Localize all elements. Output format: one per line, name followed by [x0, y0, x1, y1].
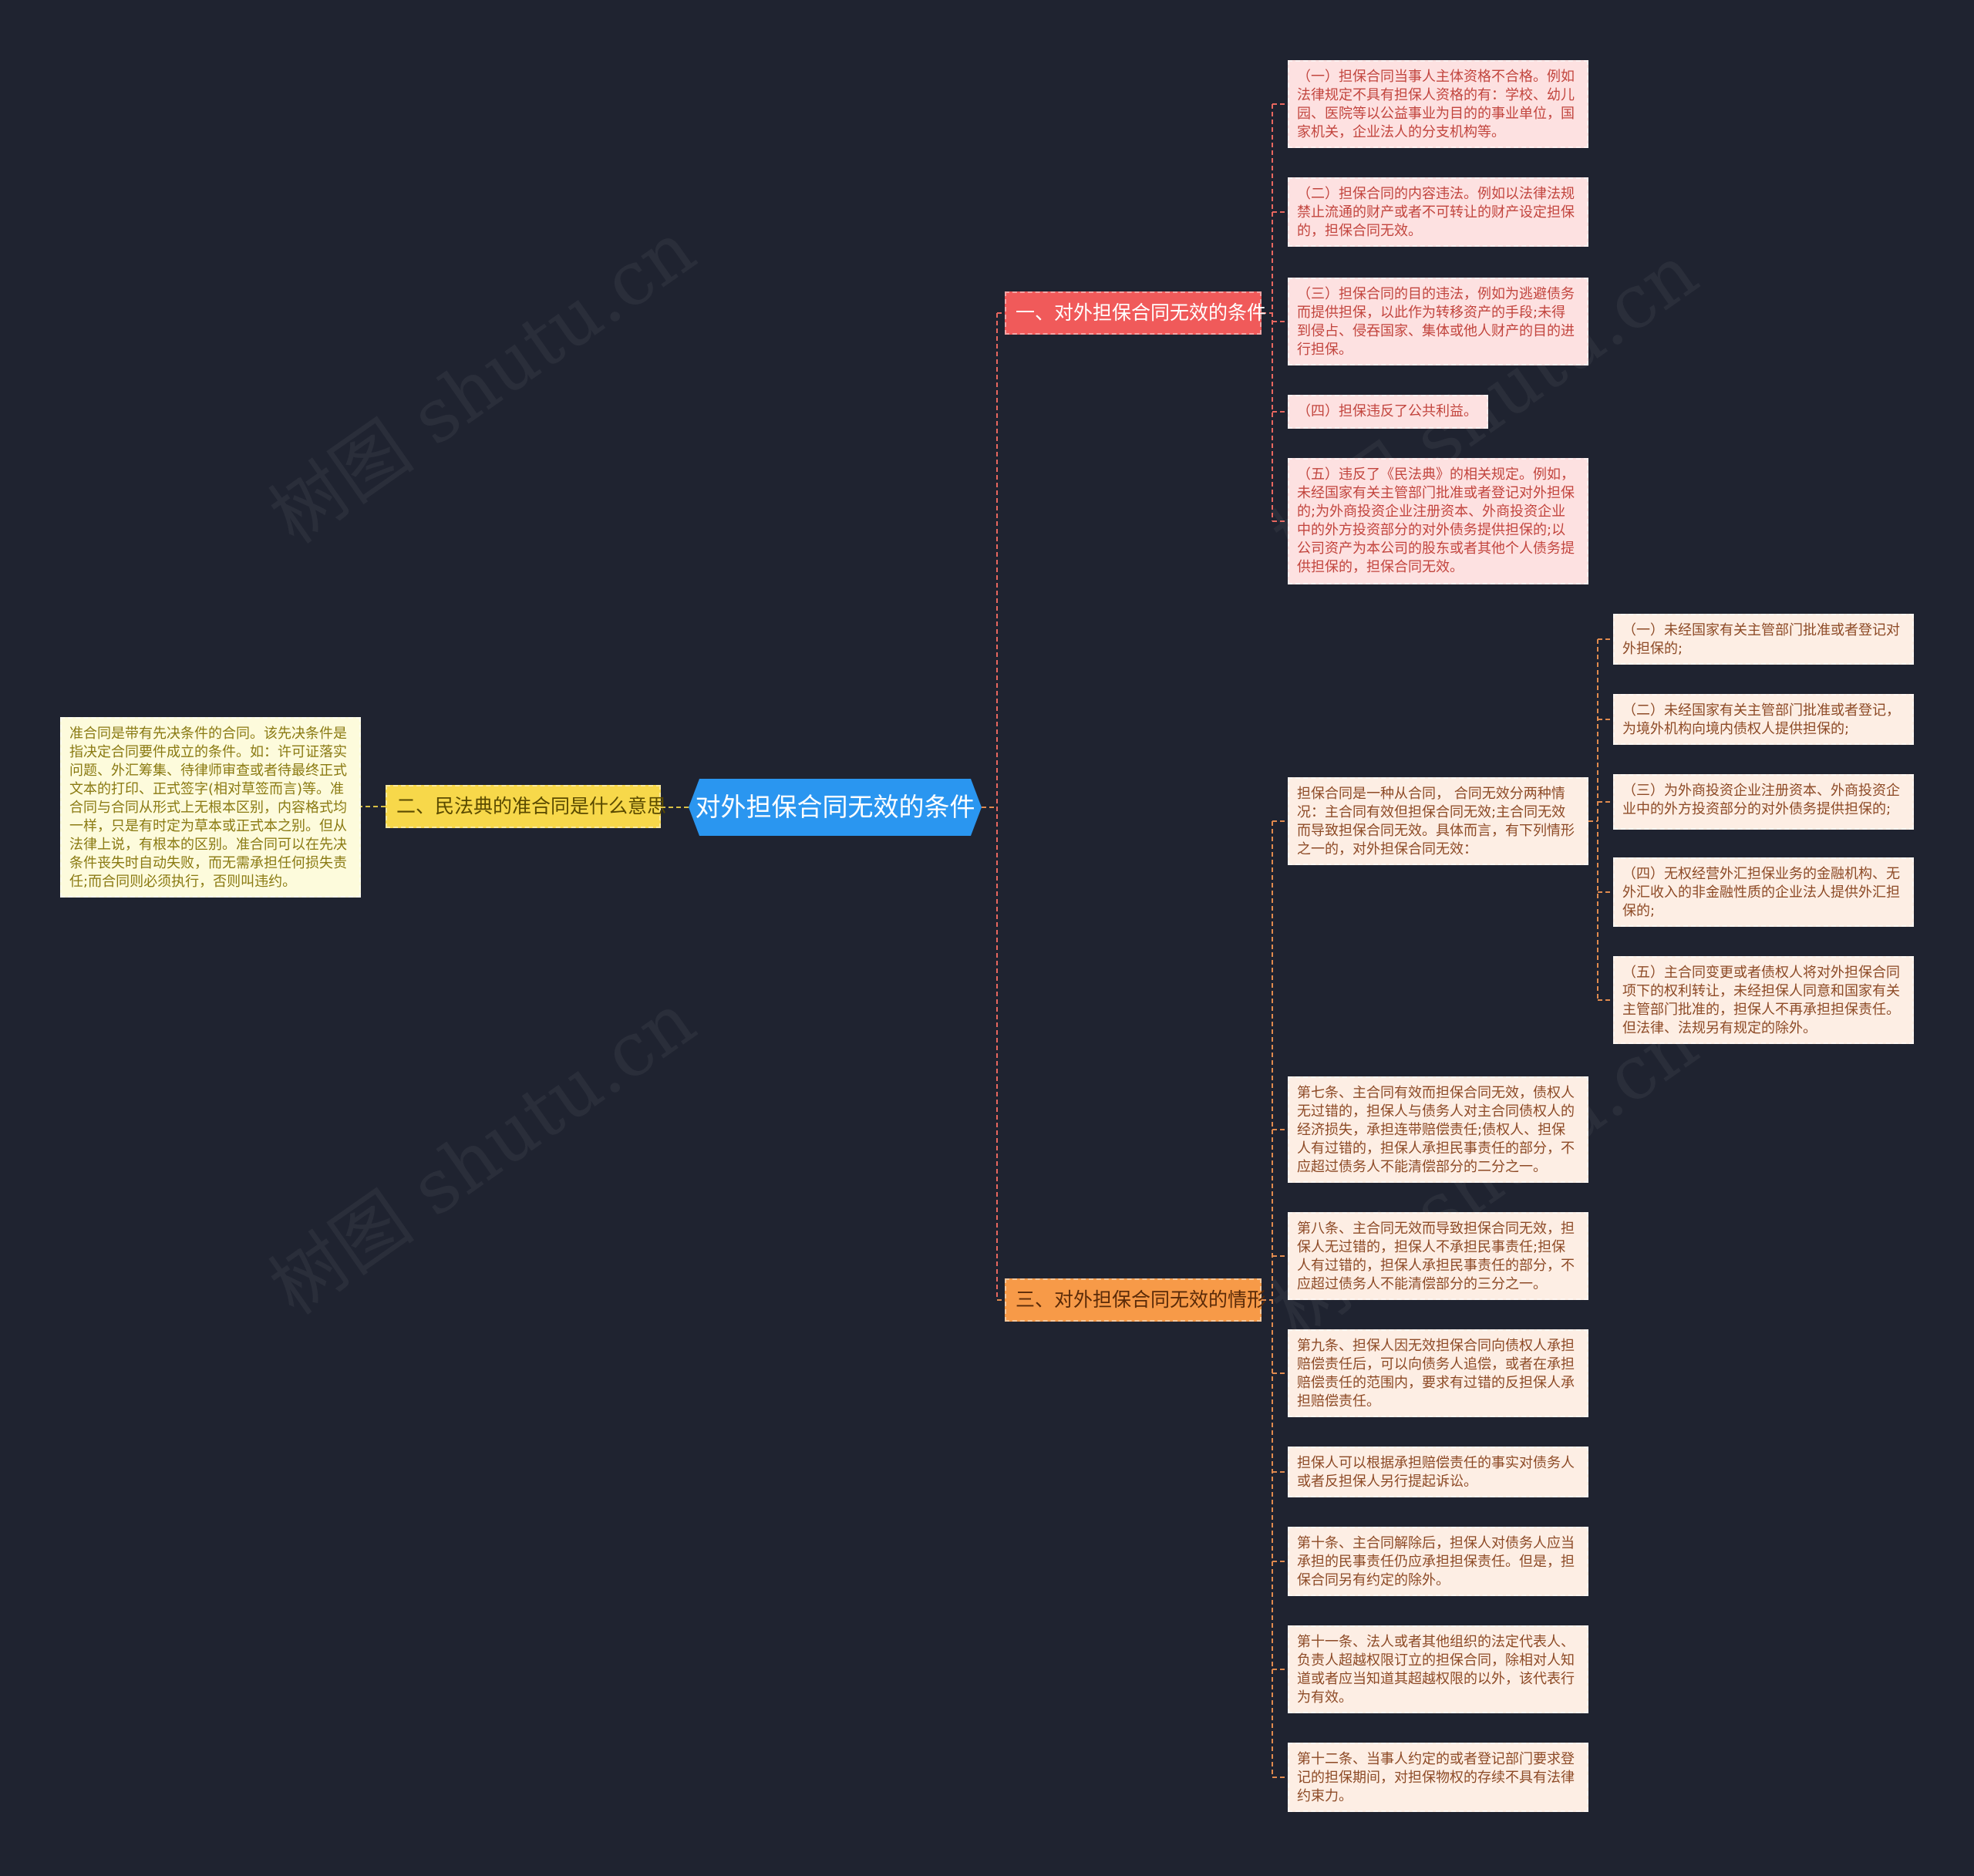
branch-three-item-6[interactable]: 第十一条、法人或者其他组织的法定代表人、负责人超越权限订立的担保合同，除相对人知… — [1288, 1625, 1588, 1713]
branch-three-sub-item-1[interactable]: （一）未经国家有关主管部门批准或者登记对外担保的; — [1613, 614, 1914, 665]
branch-one[interactable]: 一、对外担保合同无效的条件 — [1005, 291, 1266, 335]
branch-one-item-2[interactable]: （二）担保合同的内容违法。例如以法律法规禁止流通的财产或者不可转让的财产设定担保… — [1288, 177, 1588, 247]
branch-two[interactable]: 二、民法典的准合同是什么意思 — [386, 785, 666, 828]
branch-three-sub-item-2[interactable]: （二）未经国家有关主管部门批准或者登记，为境外机构向境内债权人提供担保的; — [1613, 694, 1914, 745]
branch-three-item-5[interactable]: 第十条、主合同解除后，担保人对债务人应当承担的民事责任仍应承担担保责任。但是，担… — [1288, 1527, 1588, 1596]
branch-two-item-1[interactable]: 准合同是带有先决条件的合同。该先决条件是指决定合同要件成立的条件。如：许可证落实… — [60, 717, 361, 898]
branch-one-item-4[interactable]: （四）担保违反了公共利益。 — [1288, 395, 1488, 429]
branch-three-item-7[interactable]: 第十二条、当事人约定的或者登记部门要求登记的担保期间，对担保物权的存续不具有法律… — [1288, 1743, 1588, 1812]
branch-three[interactable]: 三、对外担保合同无效的情形 — [1005, 1278, 1266, 1322]
branch-three-intro[interactable]: 担保合同是一种从合同， 合同无效分两种情况：主合同有效但担保合同无效;主合同无效… — [1288, 777, 1588, 865]
root-topic[interactable]: 对外担保合同无效的条件 — [689, 779, 982, 836]
branch-three-item-2[interactable]: 第八条、主合同无效而导致担保合同无效，担保人无过错的，担保人不承担民事责任;担保… — [1288, 1212, 1588, 1300]
branch-one-item-3[interactable]: （三）担保合同的目的违法，例如为逃避债务而提供担保，以此作为转移资产的手段;未得… — [1288, 278, 1588, 365]
branch-three-item-1[interactable]: 第七条、主合同有效而担保合同无效，债权人无过错的，担保人与债务人对主合同债权人的… — [1288, 1076, 1588, 1183]
branch-three-sub-item-4[interactable]: （四）无权经营外汇担保业务的金融机构、无外汇收入的非金融性质的企业法人提供外汇担… — [1613, 857, 1914, 927]
branch-three-item-3[interactable]: 第九条、担保人因无效担保合同向债权人承担赔偿责任后，可以向债务人追偿，或者在承担… — [1288, 1329, 1588, 1417]
branch-three-item-4[interactable]: 担保人可以根据承担赔偿责任的事实对债务人或者反担保人另行提起诉讼。 — [1288, 1447, 1588, 1497]
branch-one-item-5[interactable]: （五）违反了《民法典》的相关规定。例如，未经国家有关主管部门批准或者登记对外担保… — [1288, 458, 1588, 584]
branch-one-item-1[interactable]: （一）担保合同当事人主体资格不合格。例如法律规定不具有担保人资格的有：学校、幼儿… — [1288, 60, 1588, 148]
branch-three-sub-item-5[interactable]: （五）主合同变更或者债权人将对外担保合同项下的权利转让，未经担保人同意和国家有关… — [1613, 956, 1914, 1044]
branch-three-sub-item-3[interactable]: （三）为外商投资企业注册资本、外商投资企业中的外方投资部分的对外债务提供担保的; — [1613, 774, 1914, 830]
